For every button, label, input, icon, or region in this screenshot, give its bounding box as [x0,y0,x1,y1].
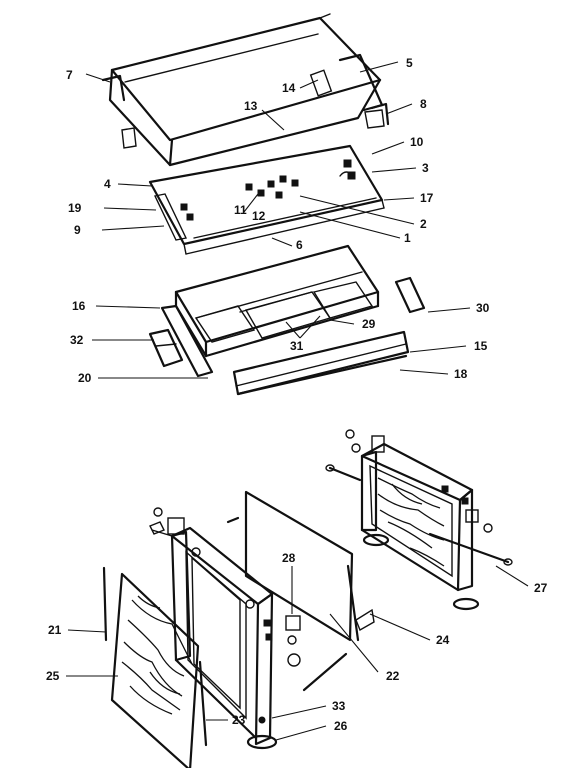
callout-label: 1 [404,231,411,245]
callout-label: 21 [48,623,62,637]
rods-27 [325,464,513,566]
callout-label: 2 [420,217,427,231]
callout-label: 13 [244,99,258,113]
callout-label: 10 [410,135,424,149]
callout-label: 4 [104,177,111,191]
callout-label: 30 [476,301,490,315]
panel-2 [148,144,385,255]
callout-label: 16 [72,299,86,313]
callout-label: 31 [290,339,304,353]
callout-label: 28 [282,551,296,565]
callout-label: 23 [232,713,246,727]
callout-label: 19 [68,201,82,215]
bracket-30 [394,276,426,314]
foot-26 [246,716,278,750]
callout-label: 3 [422,161,429,175]
frame-assembly-right [345,429,493,611]
frame-assembly-left [149,507,274,746]
callout-label: 25 [46,669,60,683]
callout-label: 33 [332,699,346,713]
callout-label: 22 [386,669,400,683]
callout-label: 9 [74,223,81,237]
callout-label: 27 [534,581,548,595]
callout-label: 11 [234,203,247,217]
callout-label: 15 [474,339,488,353]
drawer-box [174,244,380,358]
callout-label: 32 [70,333,84,347]
bracket-8 [370,102,390,126]
callout-label: 14 [282,81,296,95]
callout-label: 29 [362,317,376,331]
top-tray [108,13,385,167]
callout-label: 17 [420,191,434,205]
callout-label: 6 [296,238,303,252]
callout-label: 18 [454,367,468,381]
callout-label: 24 [436,633,450,647]
bracket-7 [101,74,126,102]
callout-label: 20 [78,371,92,385]
callout-label: 12 [252,209,266,223]
callout-label: 8 [420,97,427,111]
callout-label: 26 [334,719,348,733]
callout-labels: 5 7 14 13 8 10 3 4 17 19 11 12 2 9 1 6 1… [46,56,548,733]
callout-label: 5 [406,56,413,70]
rod-23 [102,566,208,747]
slide-rail-16 [160,304,214,378]
callout-label: 7 [66,68,73,82]
wood-panel-25 [110,572,200,768]
slide-32 [148,328,184,368]
rods-24 [226,516,375,692]
hinge-5 [338,53,384,112]
glass-panel-22 [244,490,354,642]
leader-lines [66,61,529,741]
hardware-28 [285,615,301,667]
drawer-front-panel [232,330,410,396]
